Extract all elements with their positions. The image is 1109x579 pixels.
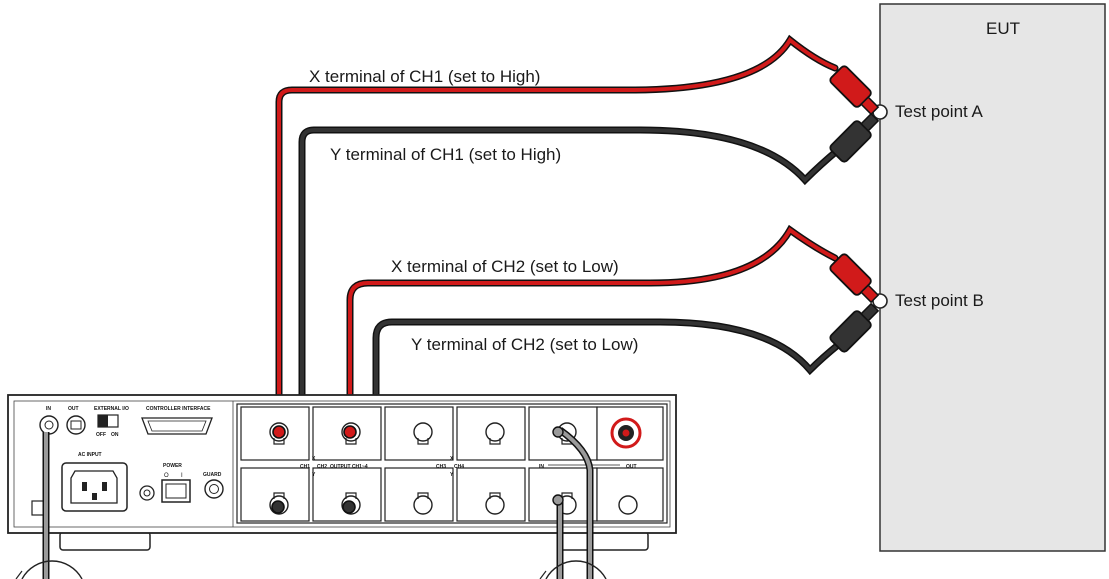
voltage-in-label: IN [539,464,544,470]
fuse-holder [139,485,155,501]
in-connector [39,415,59,435]
voltage-out-label: OUT [626,464,637,470]
controller-interface-port [141,417,213,435]
output-terminal-cell [456,406,526,461]
output-terminal-cell [456,467,526,522]
ch1-x-clip [829,65,880,116]
voltage-plug-2 [552,494,564,506]
external-io-label: EXTERNAL I/O [94,406,129,412]
panel-foot-left [59,531,151,551]
ch1-x-label: X terminal of CH1 (set to High) [309,67,540,86]
ch1-x-lead-outline [275,34,839,434]
ch1-y-plug [271,500,285,514]
output-terminal-cell [384,406,454,461]
external-io-on: ON [111,432,119,438]
ch2-x-clip [829,253,880,304]
ac-input-label: AC INPUT [78,452,102,458]
ch1-y-label: Y terminal of CH1 (set to High) [330,145,561,164]
panel-foot-right [557,531,649,551]
ch2-tag: CH2 [317,464,327,470]
eut-title: EUT [986,19,1020,38]
controller-interface-label: CONTROLLER INTERFACE [146,406,211,412]
output-terminal-grid [240,406,664,522]
ch2-x-lead [348,227,837,432]
ch1-y-clip [829,112,880,163]
external-io-off: OFF [96,432,106,438]
callout-circle-right [545,560,607,579]
out-connector [66,415,86,435]
ch4-tag: CH4 [454,464,464,470]
ch2-x-plug [343,425,357,439]
ch1-x-plug [272,425,286,439]
y-mark-2: Y [450,472,454,478]
ch2-x-label: X terminal of CH2 (set to Low) [391,257,619,276]
out-connector-label: OUT [68,406,79,412]
ch2-y-clip [829,302,880,353]
power-on-mark: I [181,473,183,479]
guard-label: GUARD [203,472,222,478]
x-mark-2: X [450,456,454,462]
voltage-terminal-cell [596,406,664,522]
test-point-a-label: Test point A [895,102,984,121]
output-terminal-cell [384,467,454,522]
power-label: POWER [163,463,182,469]
ch1-tag: CH1 [300,464,310,470]
eut-box [879,3,1106,552]
y-mark-1: Y [312,472,316,478]
voltage-plug-1 [552,426,564,438]
guard-terminal [204,479,224,499]
power-switch [161,479,191,503]
in-connector-label: IN [46,406,51,412]
power-off-mark: O [164,473,169,479]
ch2-y-plug [342,500,356,514]
output-label: OUTPUT CH1~4 [330,464,368,470]
ch1-x-lead [277,37,837,432]
ch2-y-label: Y terminal of CH2 (set to Low) [411,335,638,354]
x-mark-1: X [312,456,316,462]
ch3-tag: CH3 [436,464,446,470]
callout-circle-left [21,560,83,579]
test-point-b-label: Test point B [895,291,984,310]
